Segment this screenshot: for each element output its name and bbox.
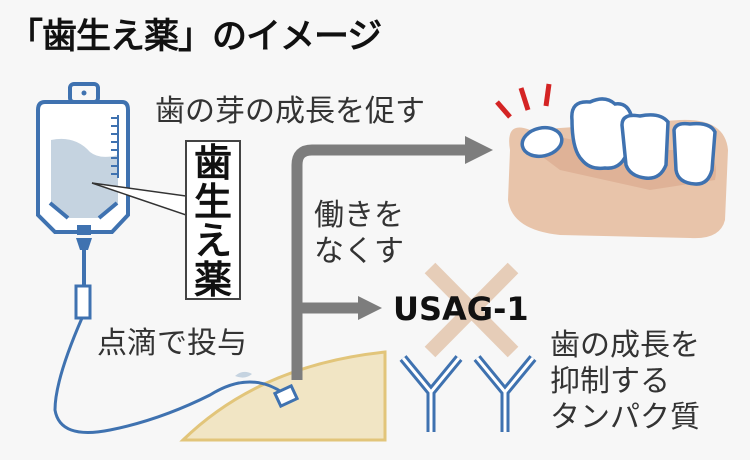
promote-growth-label: 歯の芽の成長を促す: [155, 94, 425, 129]
teeth-icon: [508, 97, 728, 239]
disable-line-2: なくす: [314, 234, 404, 269]
target-protein-label: USAG-1: [393, 290, 529, 328]
iv-scale: [111, 115, 119, 178]
cross-icon: [424, 262, 519, 358]
drug-char: 薬: [193, 258, 232, 302]
protein-description: 歯の成長を 抑制する タンパク質: [550, 328, 700, 436]
drug-char: 歯: [193, 141, 232, 185]
drug-char: え: [193, 219, 232, 263]
arrowhead-teeth: [465, 136, 493, 164]
disable-line-1: 働きを: [314, 198, 404, 233]
iv-tube: [53, 317, 284, 434]
disable-label: 働きを なくす: [314, 198, 404, 270]
drip-chamber-icon: [74, 284, 92, 320]
protein-line-3: タンパク質: [550, 400, 700, 435]
drug-name-label: 歯 生 え 薬: [185, 140, 241, 300]
page-title: 「歯生え薬」のイメージ: [8, 17, 382, 57]
protein-line-1: 歯の成長を: [550, 328, 700, 363]
flow-arrows: [291, 144, 470, 380]
protein-line-2: 抑制する: [550, 364, 670, 399]
arrowhead-usag: [358, 296, 382, 320]
antibody-icon: [399, 355, 537, 432]
iv-fluid: [51, 138, 118, 218]
iv-patch: [272, 383, 300, 409]
sparkle-icon: [495, 83, 552, 119]
drug-char: 生: [193, 180, 232, 224]
arrow-to-teeth: [291, 144, 470, 380]
administration-label: 点滴で投与: [97, 326, 247, 361]
